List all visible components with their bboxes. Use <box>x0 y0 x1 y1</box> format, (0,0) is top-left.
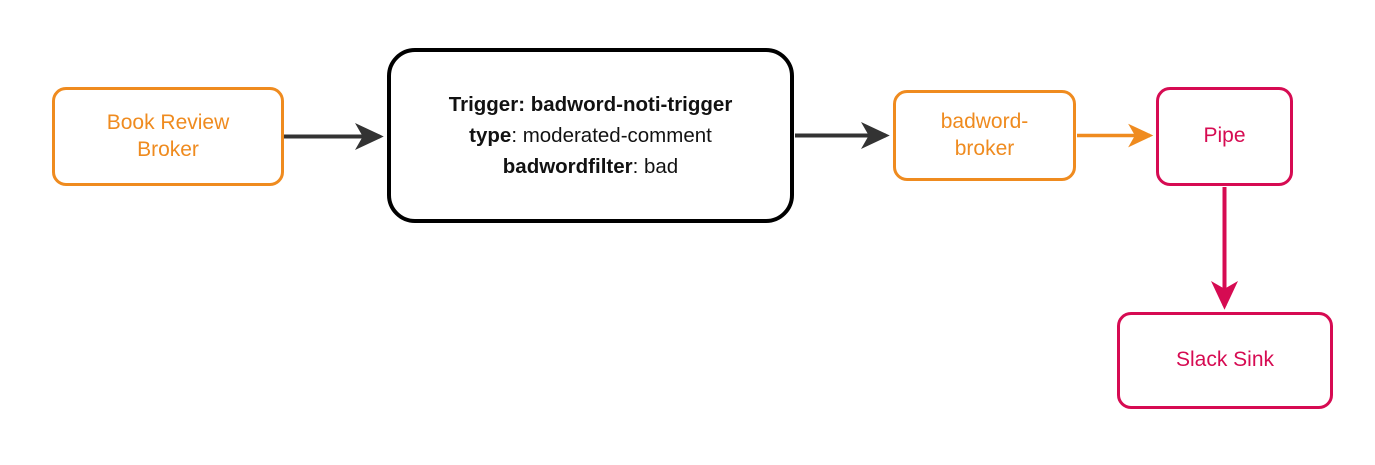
node-slack-sink[interactable]: Slack Sink <box>1117 312 1333 409</box>
trigger-line-type: type: moderated-comment <box>449 120 733 151</box>
trigger-line-badwordfilter-value: : bad <box>632 155 679 179</box>
node-pipe[interactable]: Pipe <box>1156 87 1293 186</box>
trigger-line-badwordfilter: badwordfilter: bad <box>449 151 733 182</box>
node-book-review-broker[interactable]: Book Review Broker <box>52 87 284 186</box>
node-badword-broker-label: badword- broker <box>940 109 1029 160</box>
node-slack-sink-label: Slack Sink <box>1175 348 1275 372</box>
node-book-review-broker-label: Book Review Broker <box>106 110 230 161</box>
trigger-line-badwordfilter-key: badwordfilter <box>502 155 633 179</box>
trigger-line-type-key: type <box>469 123 512 147</box>
trigger-line-trigger-key: Trigger: <box>448 92 526 116</box>
trigger-line-type-value: : moderated-comment <box>511 123 712 147</box>
trigger-line-trigger: Trigger: badword-noti-trigger <box>449 89 733 120</box>
trigger-line-trigger-value: badword-noti-trigger <box>530 92 733 116</box>
node-trigger-label: Trigger: badword-noti-trigger type: mode… <box>449 89 733 182</box>
node-pipe-label: Pipe <box>1203 124 1246 148</box>
node-trigger[interactable]: Trigger: badword-noti-trigger type: mode… <box>387 48 794 223</box>
node-badword-broker[interactable]: badword- broker <box>893 90 1076 181</box>
